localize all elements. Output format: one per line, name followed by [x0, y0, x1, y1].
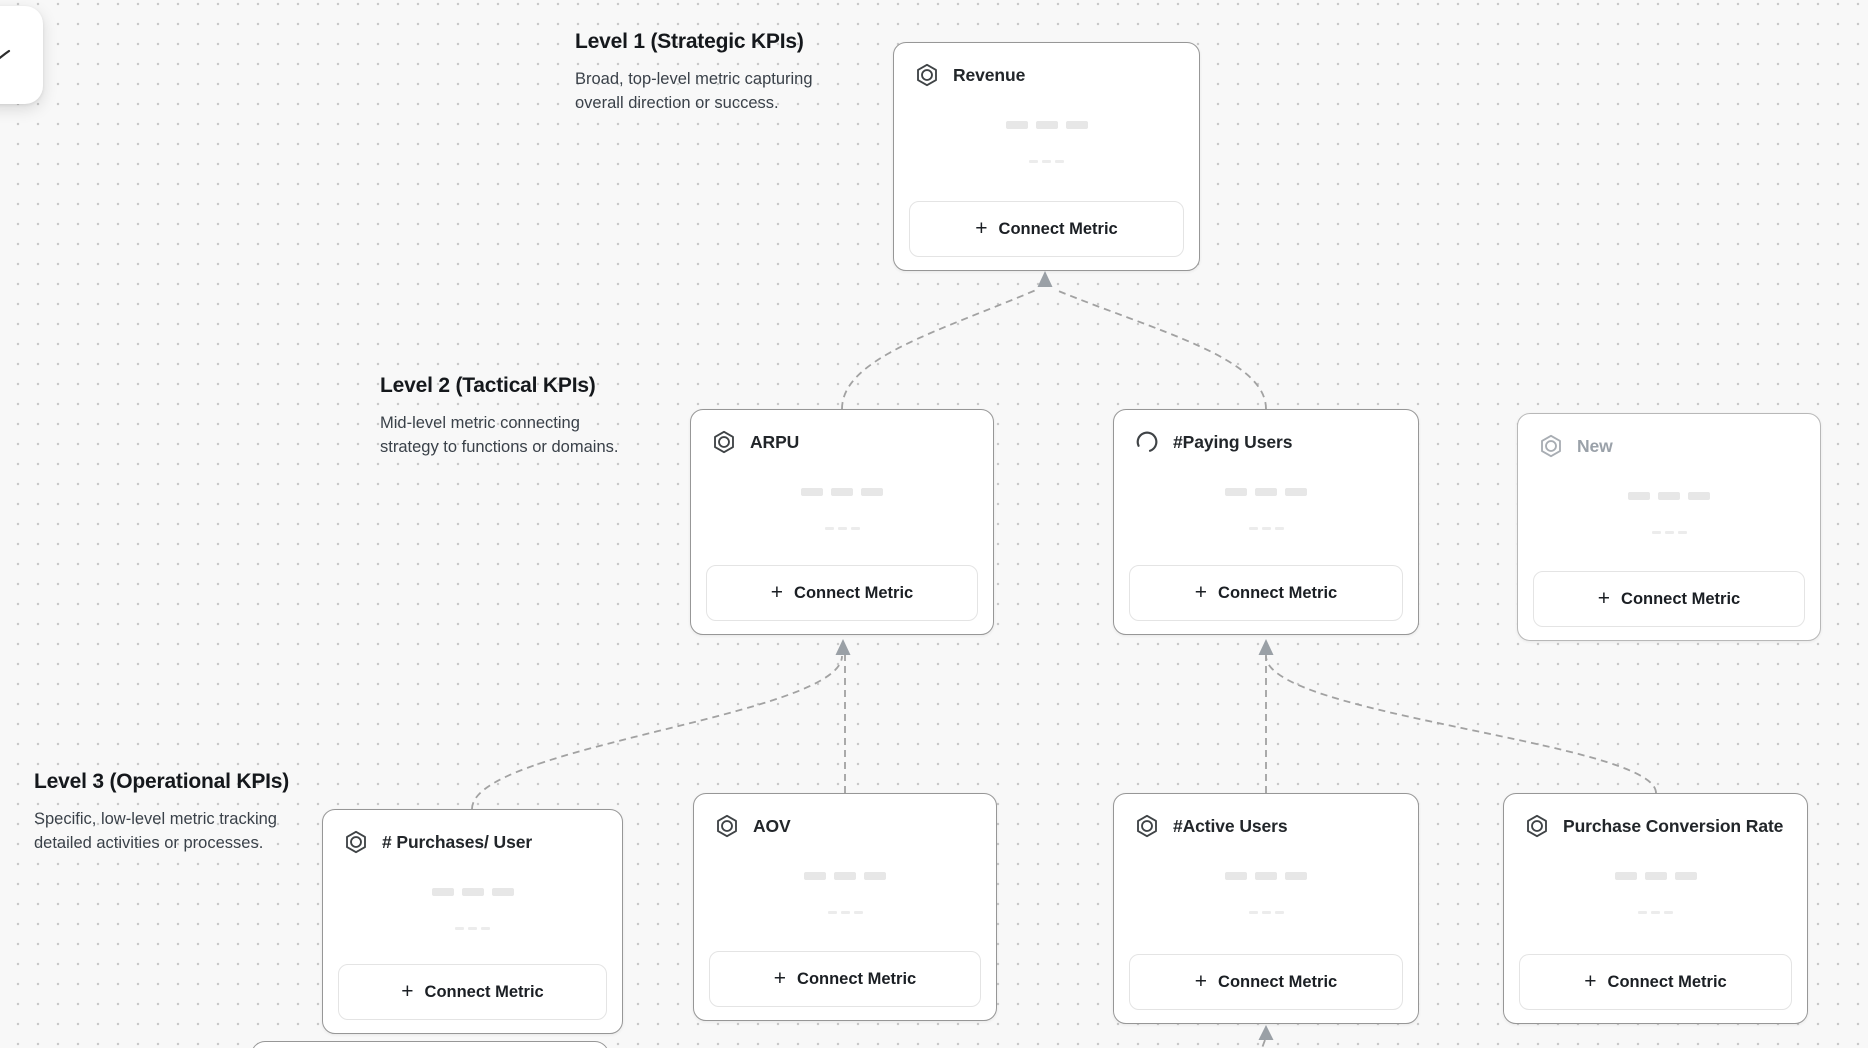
hexagon-ring-icon [343, 829, 369, 855]
plus-icon: + [975, 216, 988, 240]
connect-metric-label: Connect Metric [797, 969, 917, 988]
level-1-label: Level 1 (Strategic KPIs) Broad, top-leve… [575, 30, 843, 115]
card-title: # Purchases/ User [382, 831, 533, 852]
connect-metric-button[interactable]: + Connect Metric [1533, 571, 1805, 627]
loading-spinner-icon [1134, 429, 1160, 455]
connect-metric-button[interactable]: + Connect Metric [1519, 954, 1792, 1010]
connect-metric-label: Connect Metric [1218, 583, 1338, 602]
connect-metric-button[interactable]: + Connect Metric [1129, 565, 1403, 621]
connect-metric-button[interactable]: + Connect Metric [1129, 954, 1403, 1010]
card-title: #Paying Users [1173, 431, 1293, 452]
plus-icon: + [770, 580, 784, 604]
connect-metric-label: Connect Metric [1621, 589, 1741, 608]
level-2-label: Level 2 (Tactical KPIs) Mid-level metric… [380, 374, 632, 459]
connect-metric-label: Connect Metric [1607, 972, 1727, 991]
cursor-tool-icon [0, 49, 11, 60]
hexagon-ring-icon [1524, 813, 1550, 839]
hexagon-ring-icon [714, 813, 740, 839]
card-header: New [1538, 433, 1804, 459]
metric-card-new[interactable]: New + Connect Metric [1517, 413, 1821, 641]
card-header: #Paying Users [1134, 429, 1402, 455]
connector-stub-below-active [1261, 1039, 1266, 1048]
level-2-title: Level 2 (Tactical KPIs) [380, 374, 596, 397]
plus-icon: + [1597, 586, 1611, 610]
metric-card-paying-users[interactable]: #Paying Users + Connect Metric [1113, 409, 1419, 635]
level-1-title: Level 1 (Strategic KPIs) [575, 30, 804, 53]
connector-purchases-to-arpu [471, 655, 843, 810]
card-title: AOV [753, 815, 791, 836]
connector-pcr-to-paying [1265, 655, 1657, 794]
hexagon-ring-icon [1538, 433, 1564, 459]
card-header: Purchase Conversion Rate [1524, 813, 1791, 839]
connector-paying-to-revenue [1055, 289, 1267, 410]
plus-icon: + [1194, 969, 1208, 993]
level-3-title: Level 3 (Operational KPIs) [34, 770, 290, 793]
connect-metric-button[interactable]: + Connect Metric [706, 565, 978, 621]
card-header: AOV [714, 813, 980, 839]
metric-card-active-users[interactable]: #Active Users + Connect Metric [1113, 793, 1419, 1024]
card-title: New [1577, 435, 1613, 456]
metric-card-arpu[interactable]: ARPU + Connect Metric [690, 409, 994, 635]
connect-metric-button[interactable]: + Connect Metric [709, 951, 981, 1007]
card-header: ARPU [711, 429, 977, 455]
metric-card-aov[interactable]: AOV + Connect Metric [693, 793, 997, 1021]
metric-card-revenue[interactable]: Revenue + Connect Metric [893, 42, 1200, 271]
card-header: #Active Users [1134, 813, 1402, 839]
metric-card-purchase-conversion-rate[interactable]: Purchase Conversion Rate + Connect Metri… [1503, 793, 1808, 1024]
card-title: Purchase Conversion Rate [1563, 815, 1784, 836]
arrowhead-into-arpu [835, 639, 851, 655]
arrowhead-into-paying [1258, 639, 1274, 655]
plus-icon: + [1584, 969, 1597, 993]
connect-metric-label: Connect Metric [1218, 972, 1338, 991]
level-3-label: Level 3 (Operational KPIs) Specific, low… [34, 770, 312, 855]
card-header: # Purchases/ User [343, 829, 606, 855]
connect-metric-button[interactable]: + Connect Metric [909, 201, 1184, 257]
canvas-toolbar[interactable] [0, 6, 43, 104]
plus-icon: + [1194, 580, 1208, 604]
card-title: ARPU [750, 431, 800, 452]
card-header: Revenue [914, 62, 1183, 88]
connect-metric-button[interactable]: + Connect Metric [338, 964, 607, 1020]
hexagon-ring-icon [1134, 813, 1160, 839]
arrowhead-into-revenue [1037, 271, 1053, 287]
plus-icon: + [773, 966, 787, 990]
connector-arpu-to-revenue [841, 289, 1037, 410]
metric-card-purchases-per-user[interactable]: # Purchases/ User + Connect Metric [322, 809, 623, 1034]
connect-metric-label: Connect Metric [424, 982, 544, 1001]
hexagon-ring-icon [711, 429, 737, 455]
level-2-description: Mid-level metric connecting strategy to … [380, 414, 619, 457]
metric-card-partial-bottom[interactable] [251, 1041, 609, 1048]
connect-metric-label: Connect Metric [794, 583, 914, 602]
level-1-description: Broad, top-level metric capturing overal… [575, 70, 813, 113]
plus-icon: + [401, 979, 414, 1003]
arrowhead-into-active [1258, 1025, 1274, 1040]
card-title: #Active Users [1173, 815, 1288, 836]
connect-metric-label: Connect Metric [998, 219, 1118, 238]
level-3-description: Specific, low-level metric tracking deta… [34, 810, 277, 853]
card-title: Revenue [953, 64, 1026, 85]
hexagon-ring-icon [914, 62, 940, 88]
